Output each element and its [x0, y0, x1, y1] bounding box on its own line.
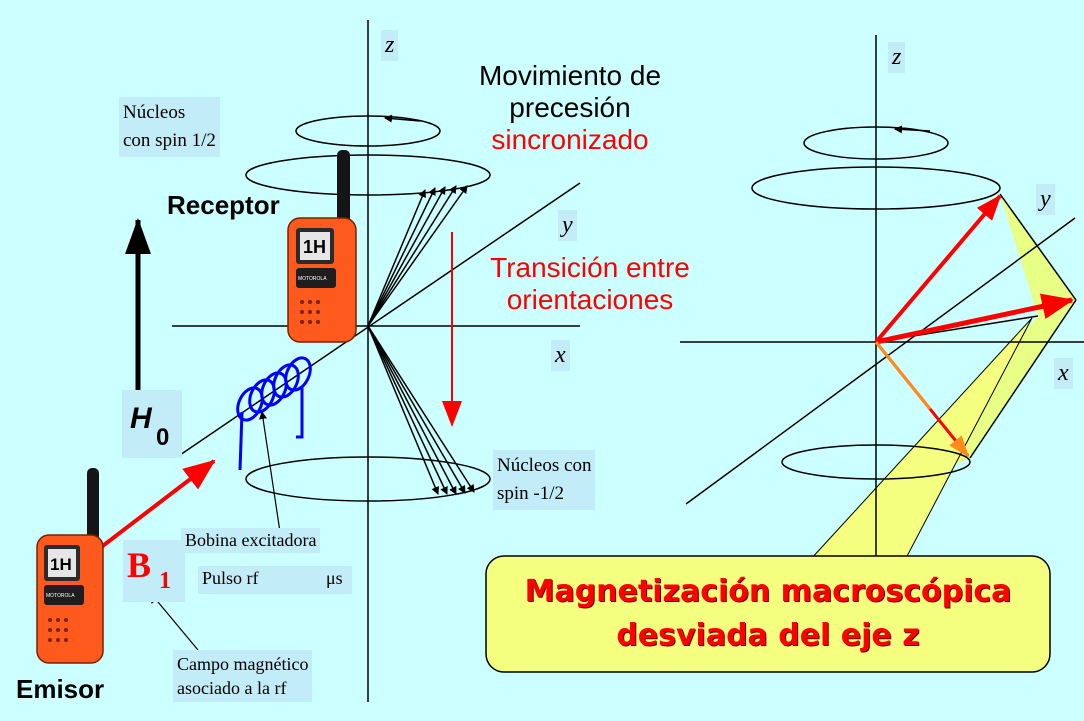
right-precession-ellipses — [751, 125, 1001, 480]
transition-line2: orientaciones — [506, 284, 674, 315]
b1-field-arrow — [98, 459, 216, 550]
campo-line1: Campo magnético — [177, 654, 309, 674]
left-axes — [172, 20, 581, 702]
z-axis-label-right: z — [888, 42, 906, 73]
left-precession-ellipses — [245, 114, 491, 502]
transition-title: Transición entre orientaciones — [458, 252, 722, 316]
y-axis-label-right: y — [1036, 184, 1055, 215]
receptor-radio-icon: 1H MOTOROLA — [287, 150, 357, 343]
magnetization-vector-up — [874, 194, 1002, 344]
nucleos-up-line2: con spin 1/2 — [123, 130, 216, 151]
z-axis-label-left: z — [381, 30, 399, 61]
receptor-radio-brand: MOTOROLA — [298, 276, 327, 282]
nucleos-spin-down-label: Núcleos con spin -1/2 — [493, 450, 596, 510]
bobina-label: Bobina excitadora — [181, 528, 321, 553]
magnetization-vector-down-tail — [874, 341, 932, 410]
pulso-label: Pulso rf μs — [198, 566, 352, 594]
h0-subscript: 0 — [156, 424, 170, 451]
precession-line1: Movimiento de — [478, 60, 662, 91]
h0-label: H 0 — [122, 390, 182, 458]
nucleos-up-line1: Núcleos — [123, 102, 186, 123]
callout-tail — [808, 317, 1033, 561]
bobina-pointer — [259, 411, 281, 533]
callout-line2: desviada del eje z — [616, 618, 920, 653]
receptor-label: Receptor — [167, 190, 280, 220]
precession-line3: sincronizado — [491, 124, 649, 155]
emisor-radio-symbol: 1H — [50, 555, 72, 574]
microsecond-text: μs — [326, 568, 343, 588]
x-axis-label-left: x — [551, 340, 570, 371]
emisor-radio-icon: 1H MOTOROLA — [36, 468, 104, 664]
nucleos-down-line2: spin -1/2 — [497, 483, 565, 504]
precession-line2: precesión — [509, 92, 631, 123]
spin-down-vectors — [367, 325, 475, 495]
b1-label: B 1 — [123, 540, 185, 602]
receptor-radio-symbol: 1H — [303, 237, 326, 257]
excitation-coil — [236, 356, 312, 471]
callout-text: Magnetización macroscópica desviada del … — [486, 570, 1050, 658]
nucleos-spin-up-label: Núcleos con spin 1/2 — [119, 97, 220, 157]
transition-line1: Transición entre — [490, 252, 690, 283]
x-axis-label-right: x — [1054, 358, 1073, 389]
campo-line2: asociado a la rf — [177, 678, 287, 698]
callout-line1: Magnetización macroscópica — [524, 574, 1012, 609]
emisor-label: Emisor — [16, 674, 105, 704]
pulso-text: Pulso rf — [202, 568, 259, 588]
magnetization-vector-total — [875, 293, 1074, 345]
emisor-radio-brand: MOTOROLA — [46, 593, 75, 599]
campo-label: Campo magnético asociado a la rf — [173, 650, 313, 702]
b1-subscript: 1 — [159, 568, 171, 594]
spin-up-vectors — [367, 185, 468, 327]
y-axis-label-left: y — [558, 210, 577, 241]
precession-title: Movimiento de precesión sincronizado — [440, 60, 700, 156]
b1-letter: B — [127, 545, 152, 585]
h0-letter: H — [130, 402, 152, 435]
callout-box — [485, 555, 1051, 673]
nucleos-down-line1: Núcleos con — [497, 455, 592, 476]
